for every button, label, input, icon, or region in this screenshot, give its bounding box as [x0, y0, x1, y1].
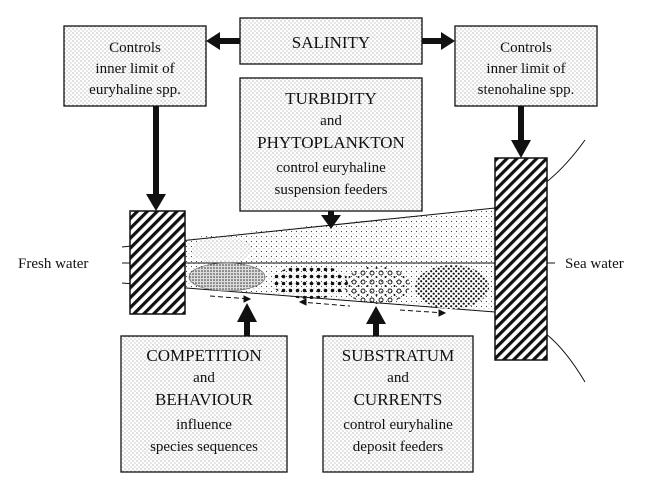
species-ellipse-1 — [189, 263, 265, 291]
svg-text:and: and — [193, 370, 215, 386]
species-ellipse-3 — [344, 266, 410, 304]
svg-text:control euryhaline: control euryhaline — [276, 160, 386, 176]
svg-text:PHYTOPLANKTON: PHYTOPLANKTON — [257, 133, 405, 152]
species-ellipse-4 — [415, 265, 489, 309]
svg-text:Controls: Controls — [500, 40, 552, 56]
svg-text:stenohaline spp.: stenohaline spp. — [478, 82, 575, 98]
dense-turbidity-patch — [192, 236, 252, 264]
svg-text:BEHAVIOUR: BEHAVIOUR — [155, 390, 254, 409]
svg-text:TURBIDITY: TURBIDITY — [285, 89, 377, 108]
svg-text:and: and — [320, 113, 342, 129]
svg-text:CURRENTS: CURRENTS — [354, 390, 443, 409]
competition-text: COMPETITION and BEHAVIOUR influence spec… — [146, 346, 261, 455]
svg-text:influence: influence — [176, 417, 232, 433]
svg-text:Controls: Controls — [109, 40, 161, 56]
right-hatched-bar — [495, 158, 547, 360]
fresh-water-label: Fresh water — [18, 256, 88, 272]
svg-text:deposit feeders: deposit feeders — [353, 439, 444, 455]
salinity-text: SALINITY — [292, 33, 370, 52]
svg-text:control euryhaline: control euryhaline — [343, 417, 453, 433]
svg-text:inner limit of: inner limit of — [486, 61, 565, 77]
svg-text:inner limit of: inner limit of — [95, 61, 174, 77]
left-hatched-bar — [130, 211, 185, 314]
svg-text:SUBSTRATUM: SUBSTRATUM — [342, 346, 454, 365]
svg-text:euryhaline spp.: euryhaline spp. — [89, 82, 181, 98]
svg-text:and: and — [387, 370, 409, 386]
svg-text:COMPETITION: COMPETITION — [146, 346, 261, 365]
svg-text:suspension feeders: suspension feeders — [275, 182, 388, 198]
species-ellipse-2 — [272, 265, 348, 299]
substratum-text: SUBSTRATUM and CURRENTS control euryhali… — [342, 346, 454, 455]
svg-text:species sequences: species sequences — [150, 439, 258, 455]
sea-water-label: Sea water — [565, 256, 624, 272]
